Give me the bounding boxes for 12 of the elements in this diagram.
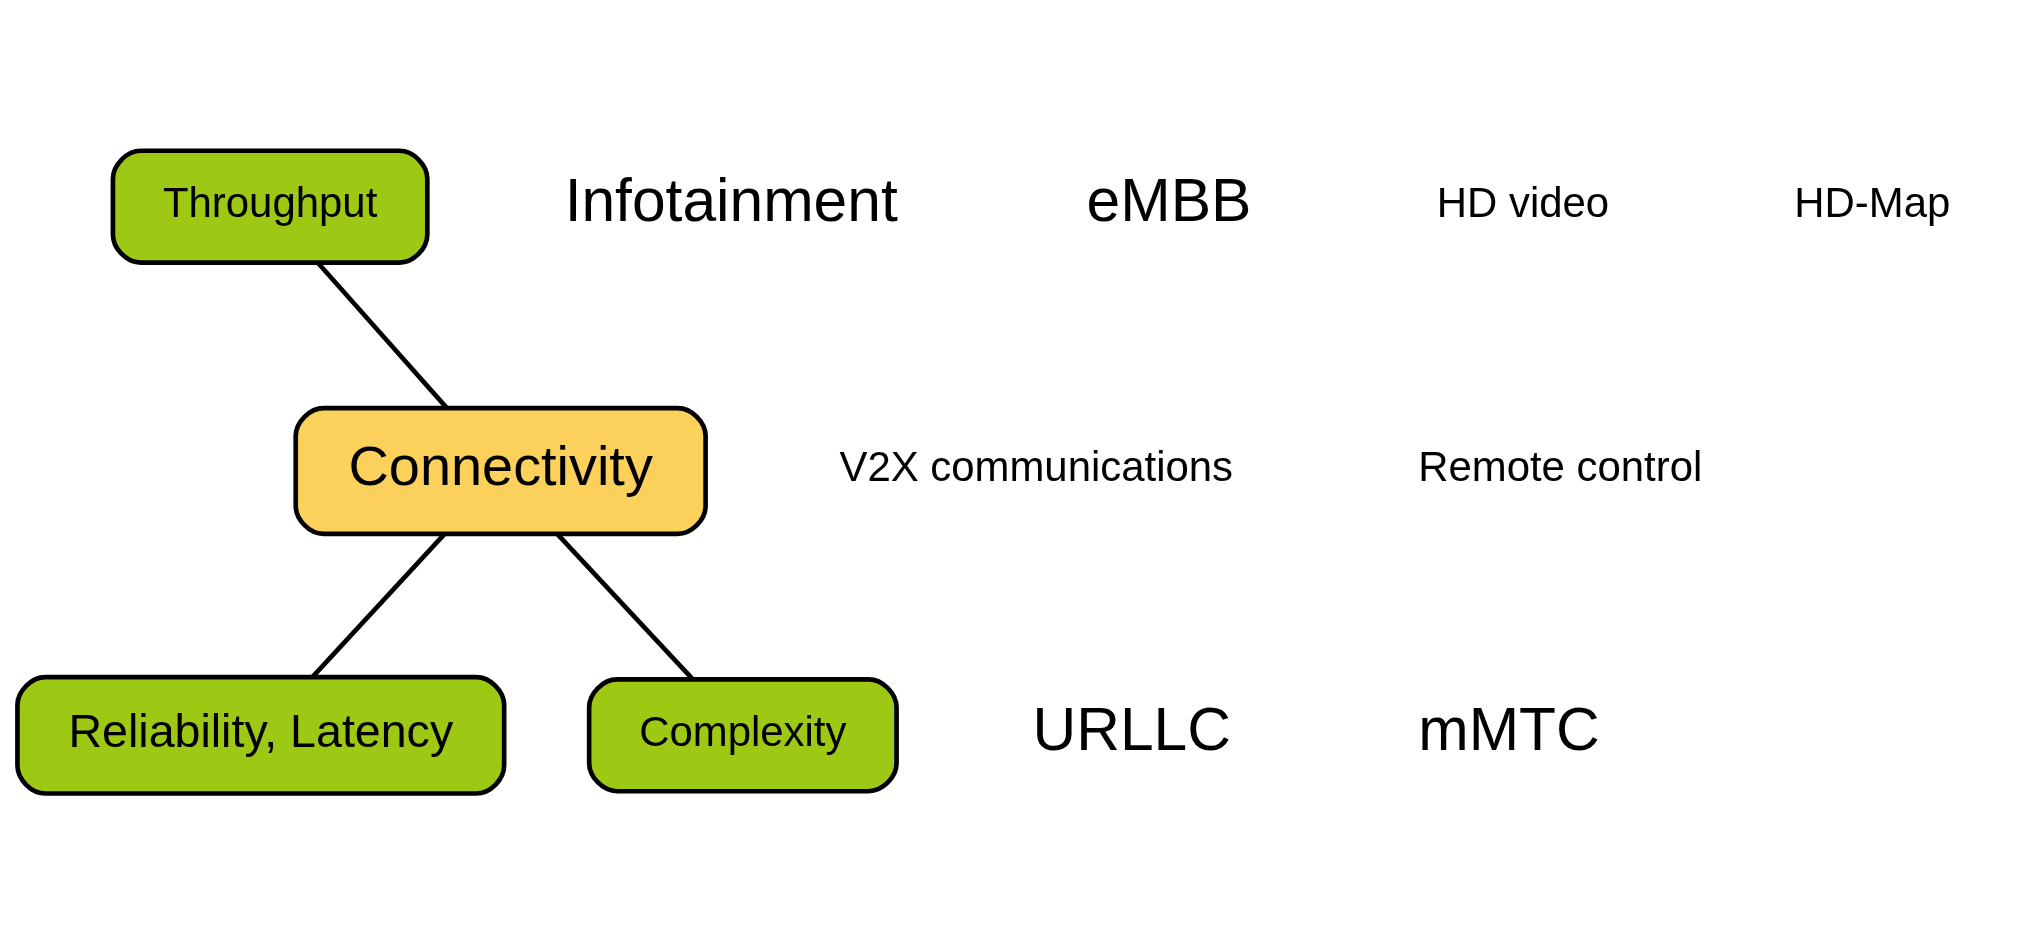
node-box: Connectivity <box>293 405 708 537</box>
node-box: Reliability, Latency <box>15 674 507 796</box>
label: URLLC <box>1032 694 1231 763</box>
label: HD-Map <box>1794 178 1951 226</box>
node-box: Throughput <box>110 148 430 265</box>
label: eMBB <box>1086 166 1252 235</box>
label: HD video <box>1436 178 1610 226</box>
label: V2X communications <box>839 443 1234 491</box>
label: Remote control <box>1418 443 1703 491</box>
node-box: Complexity <box>586 677 899 794</box>
label: Infotainment <box>564 166 898 235</box>
label: mMTC <box>1418 694 1600 763</box>
